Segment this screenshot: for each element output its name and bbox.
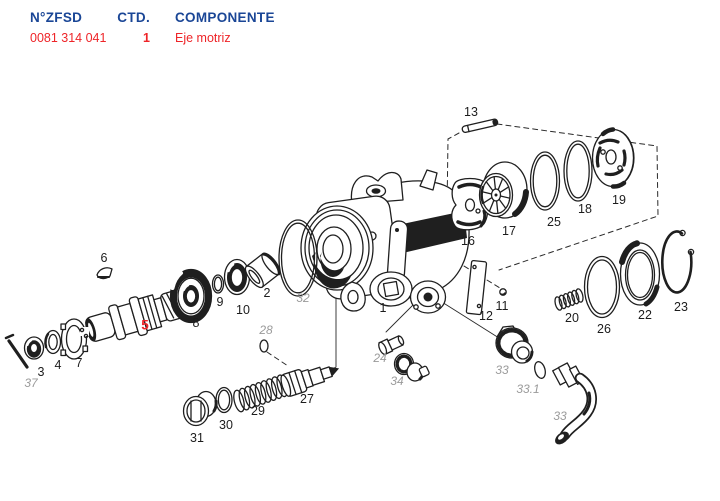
part-label-8[interactable]: 8 xyxy=(192,316,200,330)
part-16-cam-ring xyxy=(451,177,489,231)
part-13-pin xyxy=(461,118,499,134)
part-label-30[interactable]: 30 xyxy=(219,418,233,432)
part-7-lock-washer xyxy=(60,318,89,360)
part-33-union-fitting xyxy=(495,325,534,364)
part-label-24[interactable]: 24 xyxy=(373,351,387,365)
part-label-29[interactable]: 29 xyxy=(251,404,265,418)
part-label-31[interactable]: 31 xyxy=(190,431,204,445)
part-17-rotor xyxy=(478,161,529,219)
part-34-valve xyxy=(393,352,430,382)
part-label-33.1[interactable]: 33.1 xyxy=(516,382,540,396)
part-label-16[interactable]: 16 xyxy=(461,234,475,248)
part-label-33-elbow[interactable]: 33 xyxy=(553,409,567,423)
column-componente: COMPONENTE xyxy=(175,10,275,25)
part-label-34[interactable]: 34 xyxy=(390,374,404,388)
part-label-17[interactable]: 17 xyxy=(502,224,516,238)
part-28-o-ring xyxy=(259,339,269,353)
part-label-33[interactable]: 33 xyxy=(495,363,509,377)
part-label-7[interactable]: 7 xyxy=(75,356,83,370)
part-20-spring xyxy=(554,288,584,311)
part-31-plug xyxy=(182,390,218,427)
part-label-2[interactable]: 2 xyxy=(263,286,271,300)
part-label-9[interactable]: 9 xyxy=(216,295,224,309)
column-ctd: CTD. xyxy=(117,10,150,25)
part-11-ball xyxy=(499,288,507,296)
part-label-20[interactable]: 20 xyxy=(565,311,579,325)
part-24-fitting xyxy=(378,335,405,356)
part-label-18[interactable]: 18 xyxy=(578,202,592,216)
part-25-o-ring xyxy=(529,151,561,211)
part-32-o-ring xyxy=(278,219,318,297)
part-label-11[interactable]: 11 xyxy=(495,299,509,313)
part-label-13[interactable]: 13 xyxy=(464,105,478,119)
part-37-pin xyxy=(4,333,29,369)
part-number-value: 0081 314 041 xyxy=(30,31,107,45)
part-label-27[interactable]: 27 xyxy=(300,392,314,406)
column-nzfsd: N°ZFSD xyxy=(30,10,83,25)
component-name-value: Eje motriz xyxy=(175,31,231,45)
part-23-snap-ring xyxy=(660,229,695,294)
part-10-bearing xyxy=(223,258,251,296)
part-19-end-disc xyxy=(591,127,635,189)
part-27-valve xyxy=(280,366,340,397)
part-22-cover-ring xyxy=(619,240,661,307)
part-label-22[interactable]: 22 xyxy=(638,308,652,322)
part-label-10[interactable]: 10 xyxy=(236,303,250,317)
part-12-plate xyxy=(465,259,488,316)
part-30-o-ring xyxy=(215,386,233,414)
part-label-4[interactable]: 4 xyxy=(54,358,62,372)
part-2-needle-bearing xyxy=(244,252,281,289)
part-33-elbow-fitting xyxy=(552,362,597,445)
part-label-32[interactable]: 32 xyxy=(296,291,310,305)
part-label-12[interactable]: 12 xyxy=(479,309,493,323)
part-33-1-o-ring xyxy=(534,361,546,379)
part-label-25[interactable]: 25 xyxy=(547,215,561,229)
part-8-bearing xyxy=(169,268,213,324)
part-label-3[interactable]: 3 xyxy=(37,365,45,379)
part-label-1[interactable]: 1 xyxy=(379,301,387,315)
part-label-28[interactable]: 28 xyxy=(259,323,273,337)
part-26-o-ring xyxy=(583,255,621,319)
part-label-6[interactable]: 6 xyxy=(100,251,108,265)
part-18-o-ring xyxy=(563,140,593,202)
part-label-19[interactable]: 19 xyxy=(612,193,626,207)
part-label-23[interactable]: 23 xyxy=(674,300,688,314)
part-6-woodruff-key xyxy=(96,267,113,280)
part-4-seal-washer xyxy=(44,329,62,355)
part-label-5[interactable]: 5 xyxy=(141,317,149,333)
part-9-o-ring xyxy=(211,274,225,294)
quantity-value: 1 xyxy=(143,31,150,45)
part-label-37[interactable]: 37 xyxy=(24,376,38,390)
part-label-26[interactable]: 26 xyxy=(597,322,611,336)
part-3-bearing xyxy=(23,336,45,360)
part-1-housing xyxy=(300,169,470,314)
